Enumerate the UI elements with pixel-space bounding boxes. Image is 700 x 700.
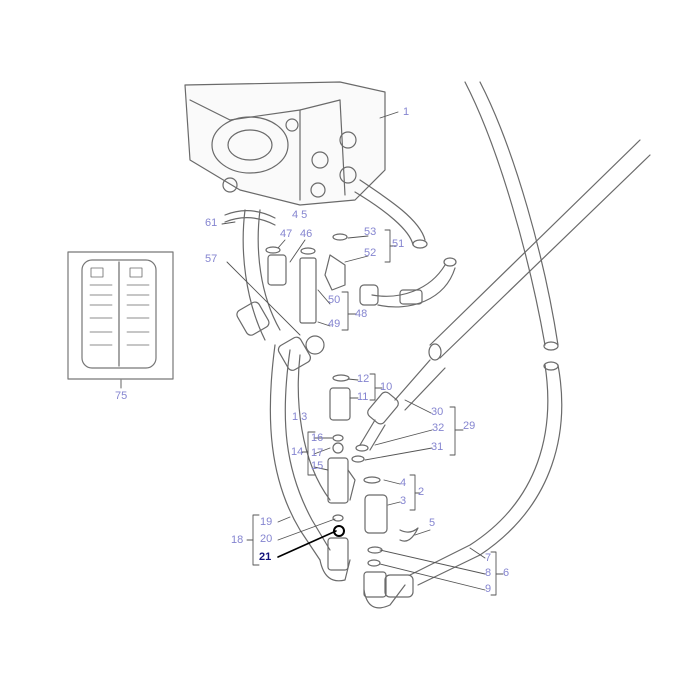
part-label-29[interactable]: 29	[463, 420, 476, 432]
leader-lines	[120, 111, 504, 596]
part-label-16[interactable]: 16	[311, 432, 324, 444]
part-label-5[interactable]: 5	[429, 517, 436, 529]
part-label-53[interactable]: 53	[364, 226, 377, 238]
part-label-51[interactable]: 51	[392, 238, 405, 250]
hose-diagonal	[428, 139, 651, 361]
part-label-48[interactable]: 48	[355, 308, 368, 320]
part-label-52[interactable]: 52	[364, 247, 377, 259]
part-label-30[interactable]: 30	[431, 406, 444, 418]
center-fittings	[319, 374, 419, 609]
part-label-2[interactable]: 2	[418, 486, 425, 498]
part-label-75[interactable]: 75	[115, 390, 128, 402]
part-label-57[interactable]: 57	[205, 253, 218, 265]
part-label-31[interactable]: 31	[431, 441, 444, 453]
part-label-1[interactable]: 1	[403, 106, 410, 118]
part-label-13[interactable]: 1 3	[292, 411, 308, 423]
part-label-17[interactable]: 17	[311, 447, 324, 459]
hose-left-long	[269, 344, 331, 561]
hose-right-upper	[464, 81, 559, 351]
part-label-21[interactable]: 21	[259, 551, 272, 563]
leader-line-21	[277, 530, 337, 558]
decal-inset-75	[67, 251, 174, 380]
valve-block	[184, 81, 386, 206]
part-label-61[interactable]: 61	[205, 217, 218, 229]
part-label-15[interactable]: 15	[311, 460, 324, 472]
part-label-32[interactable]: 32	[432, 422, 445, 434]
part-label-8[interactable]: 8	[485, 567, 492, 579]
part-label-12[interactable]: 12	[357, 373, 370, 385]
part-label-45[interactable]: 4 5	[292, 209, 308, 221]
part-label-18[interactable]: 18	[231, 534, 244, 546]
part-label-7[interactable]: 7	[485, 552, 492, 564]
hose-top-right	[354, 179, 428, 249]
part-label-19[interactable]: 19	[260, 516, 273, 528]
part-label-47[interactable]: 47	[280, 228, 293, 240]
part-label-20[interactable]: 20	[260, 533, 273, 545]
part-label-49[interactable]: 49	[328, 318, 341, 330]
part-label-3[interactable]: 3	[400, 495, 407, 507]
part-label-9[interactable]: 9	[485, 583, 492, 595]
part-label-46[interactable]: 46	[300, 228, 313, 240]
part-label-11[interactable]: 11	[357, 391, 369, 403]
part-label-4[interactable]: 4	[400, 477, 407, 489]
part-label-14[interactable]: 14	[291, 446, 304, 458]
hose-48	[359, 257, 457, 308]
fittings-cluster	[224, 209, 348, 371]
part-label-10[interactable]: 10	[380, 381, 393, 393]
part-label-6[interactable]: 6	[503, 567, 510, 579]
part-label-50[interactable]: 50	[328, 294, 341, 306]
hose-7	[409, 361, 563, 586]
